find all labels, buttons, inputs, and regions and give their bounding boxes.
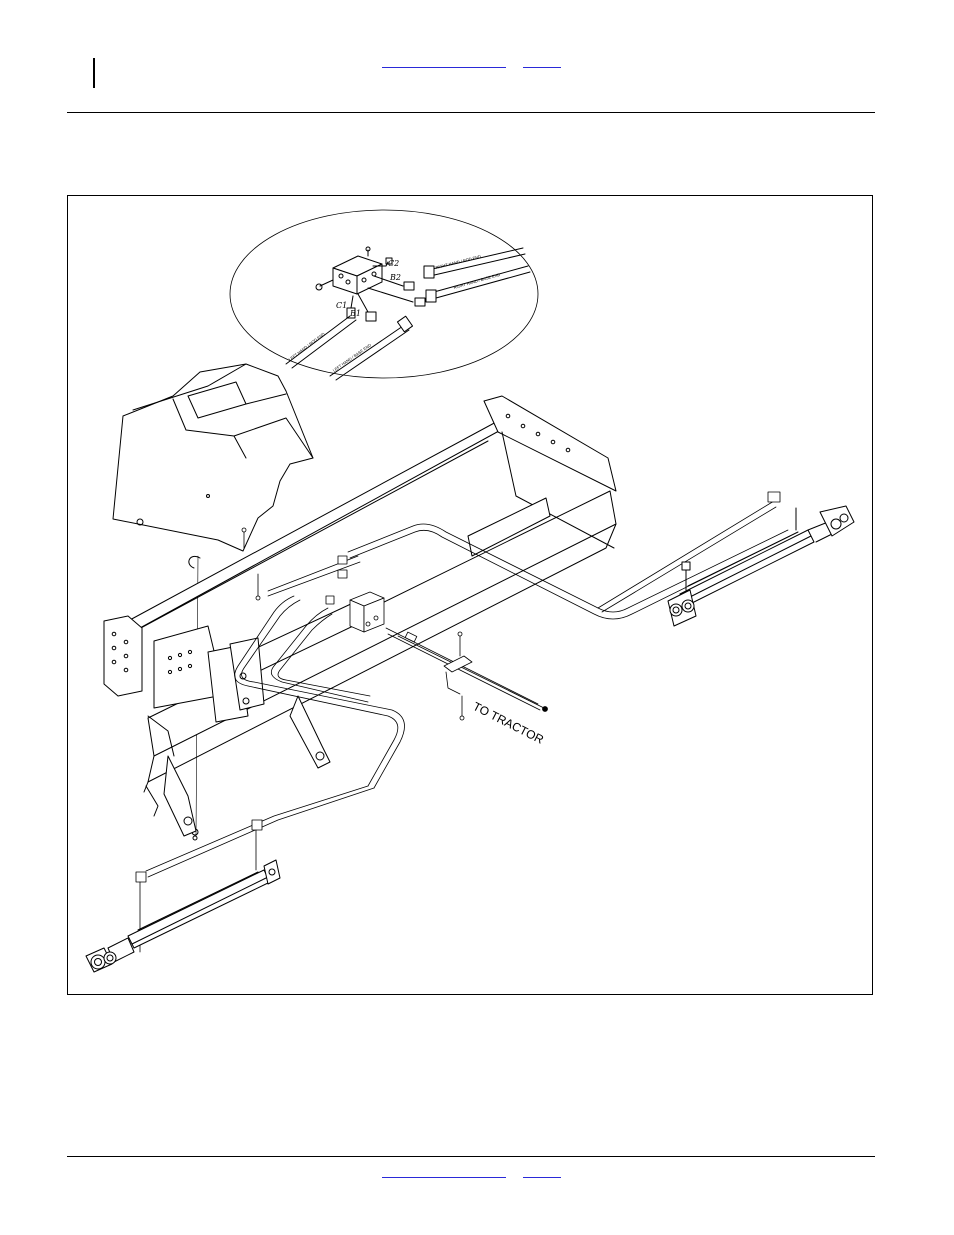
- right-hydraulic-cylinder: [667, 505, 855, 627]
- callout-b1: B1: [349, 309, 361, 318]
- detail-inset: RIGHT HAND / ROD END RIGHT HAND / BASE E…: [229, 209, 539, 381]
- hydraulic-diagram: RIGHT HAND / ROD END RIGHT HAND / BASE E…: [85, 209, 855, 973]
- header-link-secondary[interactable]: [523, 55, 561, 68]
- header-link-primary[interactable]: [382, 55, 506, 68]
- header-rule: [67, 112, 875, 113]
- callout-b2: B2: [389, 273, 401, 282]
- hose-label-right-rod: RIGHT HAND / ROD END: [435, 254, 482, 270]
- hose-label-left-base: LEFT HAND / BASE END: [332, 342, 372, 372]
- callout-c2: C2: [388, 259, 399, 268]
- footer-link-secondary[interactable]: [523, 1165, 561, 1178]
- hose-label-right-base: RIGHT HAND / BASE END: [453, 272, 501, 290]
- left-hydraulic-cylinder: [85, 859, 281, 973]
- figure-frame: RIGHT HAND / ROD END RIGHT HAND / BASE E…: [67, 195, 873, 995]
- callout-c1: C1: [336, 301, 347, 310]
- footer-rule: [67, 1156, 875, 1157]
- to-tractor-label: TO TRACTOR: [471, 699, 547, 747]
- change-bar: [93, 58, 95, 88]
- footer-link-primary[interactable]: [382, 1165, 506, 1178]
